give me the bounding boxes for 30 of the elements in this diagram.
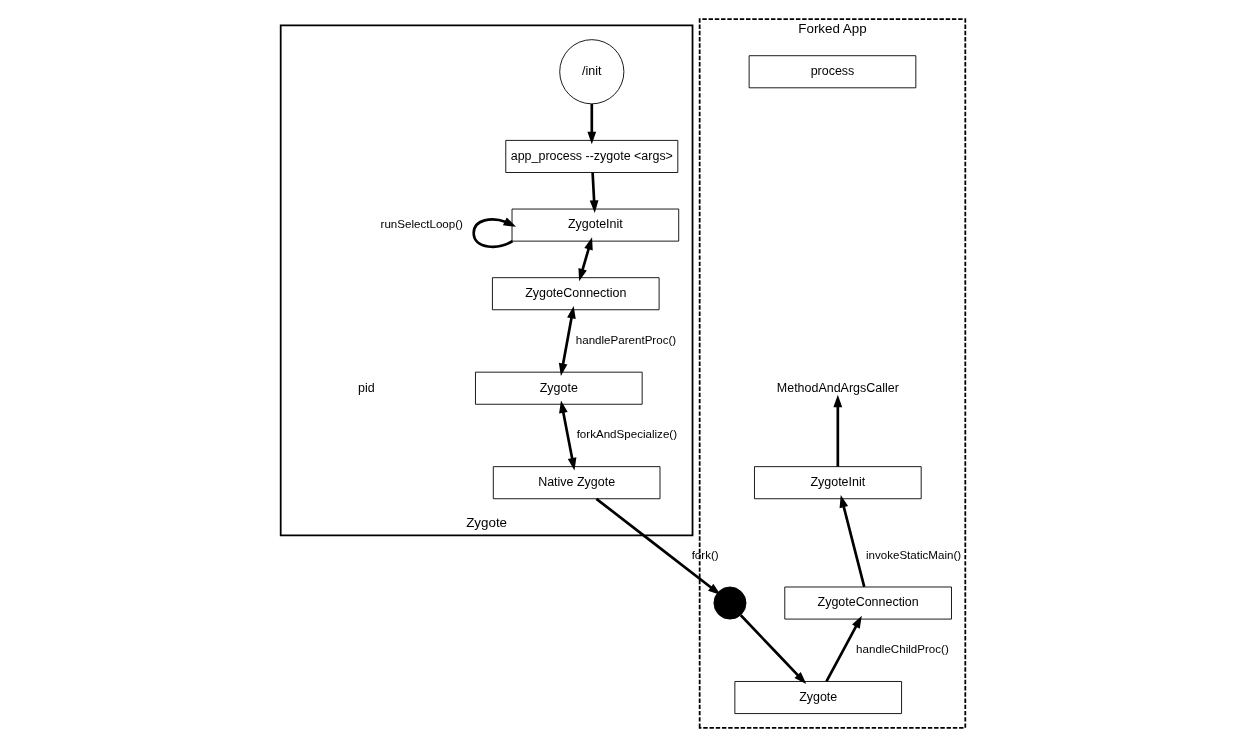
edge-label: handleParentProc() (575, 333, 676, 346)
arrow (586, 104, 596, 145)
node-box: Zygote (733, 681, 902, 714)
node-box: Zygote (474, 371, 643, 405)
node-circle (712, 586, 746, 620)
arrow (471, 217, 516, 249)
edge-label: invokeStaticMain() (865, 548, 961, 561)
node-box: Native Zygote (492, 466, 660, 500)
edge-label: runSelectLoop() (380, 218, 463, 231)
node-box: ZygoteConnection (491, 277, 660, 311)
arrow (558, 305, 576, 376)
node-box: ZygoteConnection (783, 586, 952, 620)
arrow (558, 400, 576, 471)
node-box: process (748, 55, 916, 89)
label: pid (357, 380, 375, 395)
arrow (739, 614, 806, 685)
node-circle: /init (558, 39, 624, 105)
arrow (832, 394, 842, 467)
edge-label: fork() (691, 548, 719, 561)
arrow (839, 494, 866, 588)
arrow (589, 172, 598, 213)
arrow (577, 237, 593, 282)
node-box: ZygoteInit (753, 466, 922, 500)
node-text: MethodAndArgsCaller (776, 380, 899, 395)
arrow (595, 497, 721, 595)
arrow (824, 615, 862, 682)
node-box: ZygoteInit (511, 208, 679, 242)
node-box: app_process --zygote <args> (504, 139, 678, 173)
edge-label: handleChildProc() (855, 643, 949, 656)
edge-label: forkAndSpecialize() (576, 428, 677, 441)
